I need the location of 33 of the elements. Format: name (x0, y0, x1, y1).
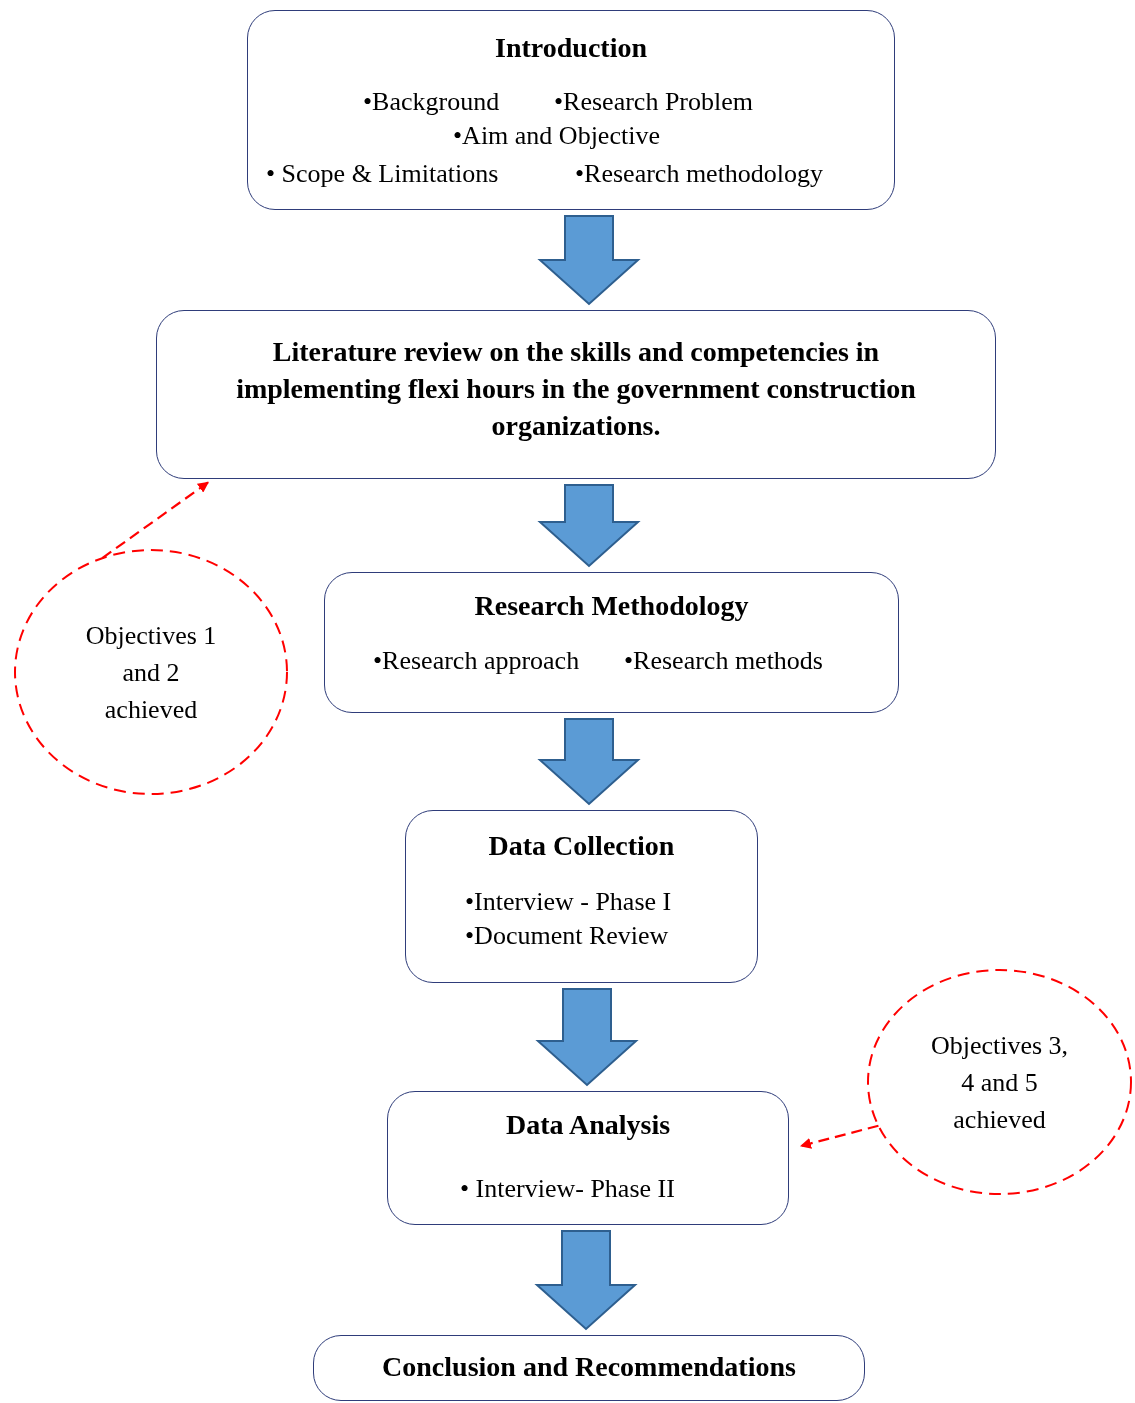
box-heading: Literature review on the skills and competencies in implementing flexi hours in the government construction organizations. (235, 335, 917, 443)
bullet-item: •Background (363, 87, 500, 117)
bullet-item: •Aim and Objective (453, 121, 660, 151)
process-box (156, 310, 996, 479)
bullet-item: •Research methodology (575, 159, 824, 189)
box-heading: Research Methodology (473, 591, 750, 621)
bullet-item: •Research approach (373, 646, 580, 676)
block-arrow (535, 988, 639, 1087)
block-arrow (537, 718, 641, 806)
note-circle (866, 968, 1133, 1196)
process-box (387, 1091, 789, 1225)
block-arrow (537, 215, 641, 306)
note-text: Objectives 3, 4 and 5 achieved (929, 1029, 1070, 1136)
process-box (405, 810, 758, 983)
block-arrow (537, 484, 641, 568)
bullet-item: • Interview- Phase II (460, 1174, 675, 1204)
note-text: Objectives 1 and 2 achieved (84, 619, 218, 726)
box-heading: Data Analysis (504, 1110, 672, 1140)
bullet-item: •Research Problem (554, 87, 753, 117)
bullet-item: •Document Review (465, 921, 669, 951)
dashed-arrow (800, 1124, 879, 1149)
box-heading: Introduction (494, 33, 648, 63)
box-heading: Data Collection (487, 831, 676, 861)
block-arrow (534, 1230, 638, 1331)
bullet-item: • Scope & Limitations (266, 159, 499, 189)
box-heading: Conclusion and Recommendations (381, 1352, 797, 1382)
dashed-arrow (101, 481, 209, 559)
note-circle (13, 548, 289, 796)
process-box (324, 572, 899, 713)
bullet-item: •Research methods (624, 646, 823, 676)
process-box (247, 10, 895, 210)
bullet-item: •Interview - Phase I (465, 887, 672, 917)
process-box (313, 1335, 865, 1401)
